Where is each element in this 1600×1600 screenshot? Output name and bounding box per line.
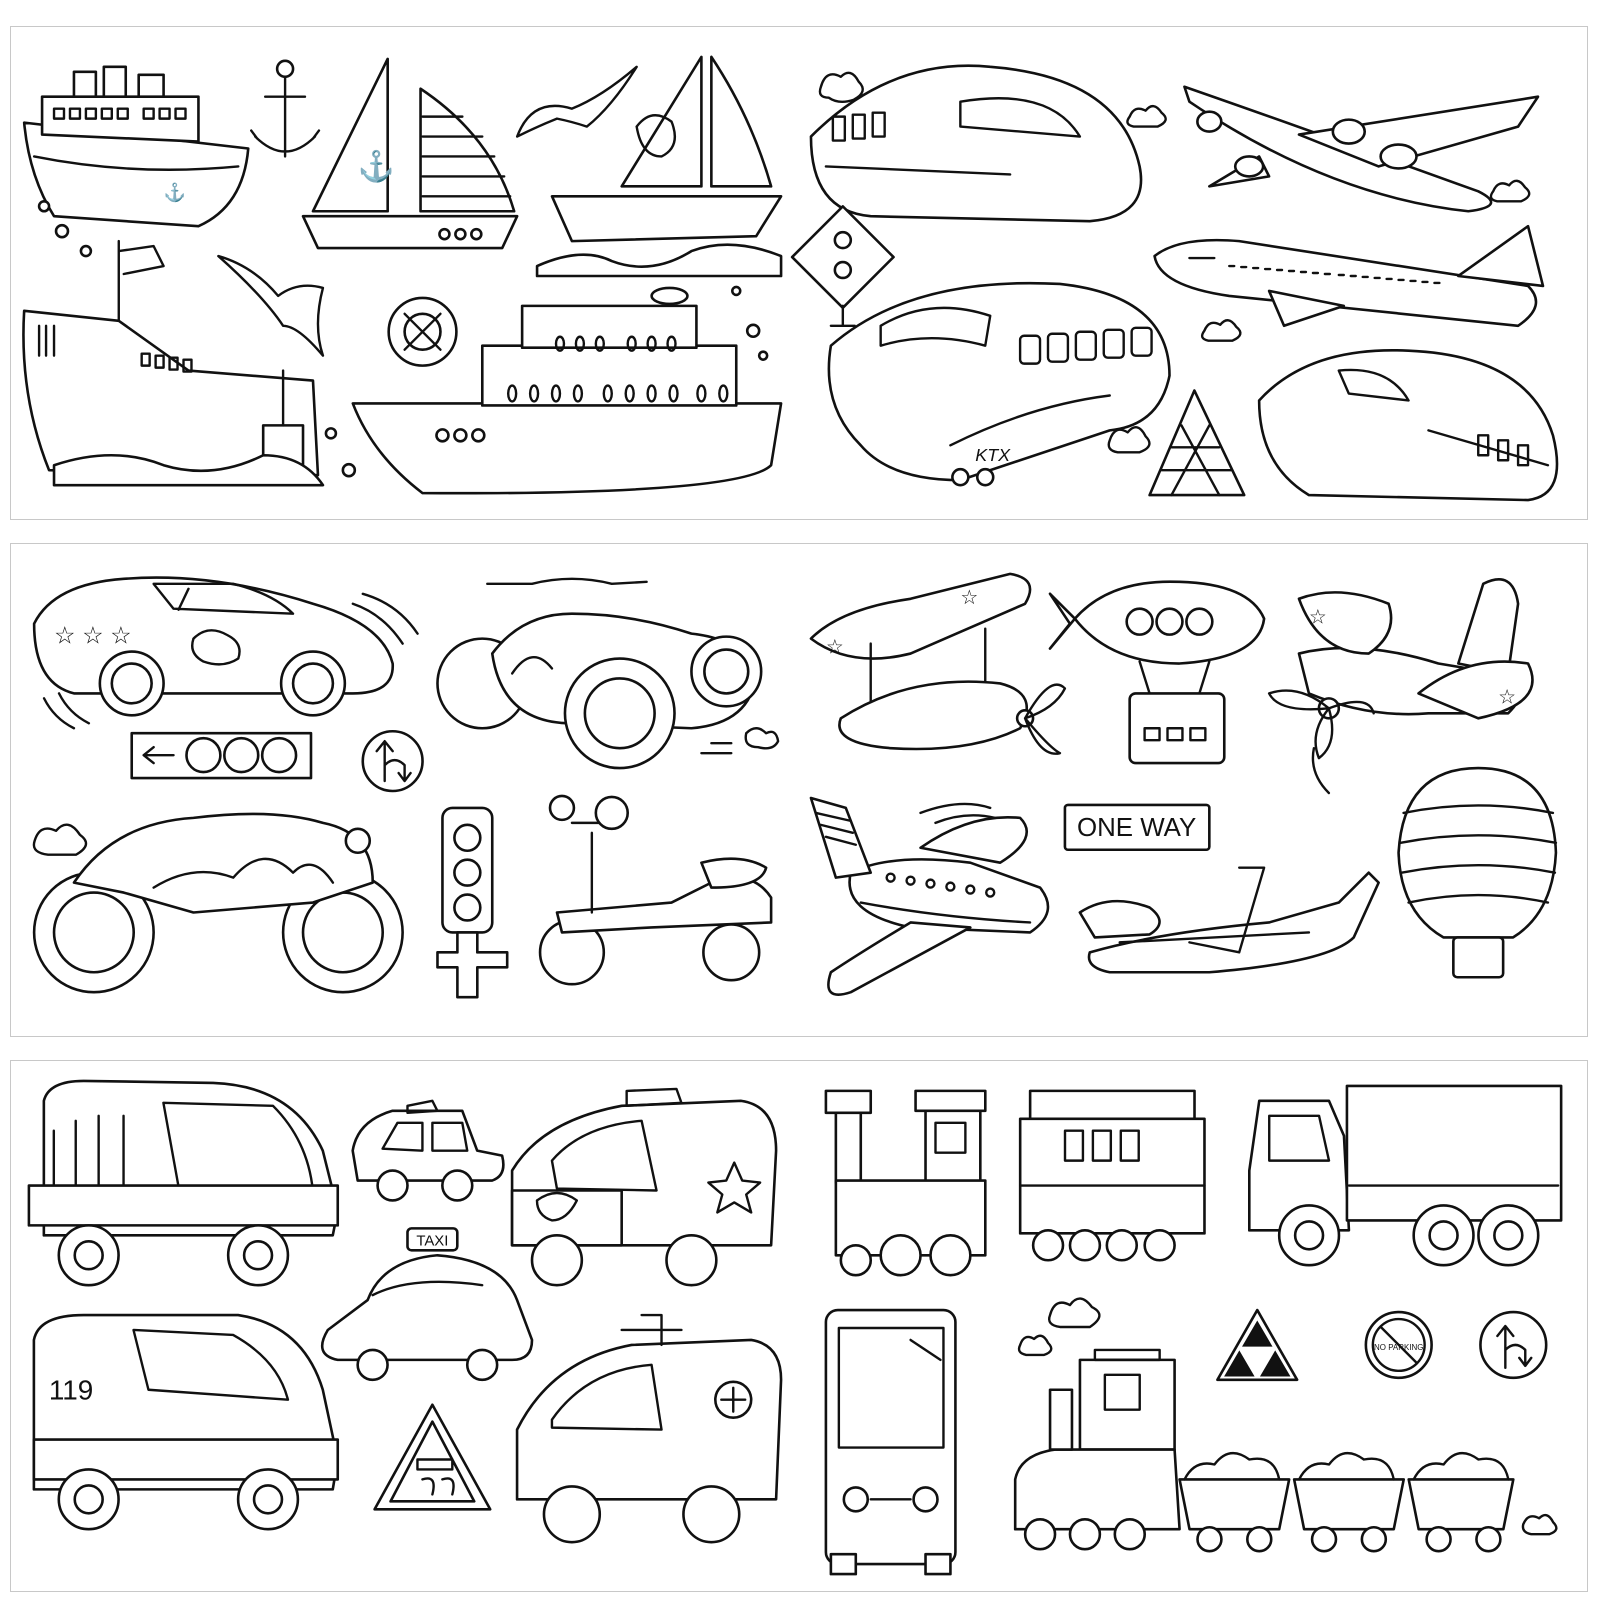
locomotive-illustration [826,1091,985,1275]
fire-truck-illustration: 119 [34,1315,338,1529]
railway-signal-illustration [792,206,893,325]
svg-text:☆ ☆ ☆: ☆ ☆ ☆ [54,623,132,650]
taxi-sign-text: TAXI [416,1232,448,1249]
warning-triangle-illustration [1150,391,1245,496]
rocket-illustration [1080,868,1379,973]
ferry-illustration [353,287,781,493]
bullet-train-2-illustration [1259,350,1557,500]
svg-text:⚓: ⚓ [164,181,186,202]
motorbike-illustration [437,579,778,768]
high-speed-train-illustration: KTX [829,283,1170,485]
sailing-ship-illustration [537,57,781,276]
airship-illustration [1050,582,1264,763]
hazard-sign-illustration [1217,1310,1297,1380]
taxi-illustration: TAXI [322,1228,532,1379]
scooter-illustration [540,796,771,984]
panel-sea-rail-air: ⚓ ⚓ [10,26,1588,520]
train-carriage-illustration [1020,1091,1204,1260]
one-way-sign: ONE WAY [1065,805,1209,850]
biplane-illustration: ☆☆ [811,574,1065,754]
sailboat-illustration: ⚓ [303,59,517,248]
svg-text:☆: ☆ [960,587,978,609]
traffic-light-vertical-illustration [437,808,507,997]
race-car-illustration: ☆ ☆ ☆ [34,578,417,729]
bullet-train-illustration [811,66,1141,221]
svg-text:☆: ☆ [826,637,844,659]
panel-road-sky: ☆ ☆ ☆ [10,543,1588,1037]
steam-train-illustration [1015,1299,1556,1552]
svg-text:☆: ☆ [1309,607,1327,629]
truck-illustration [1249,1086,1561,1265]
traffic-light-horizontal-illustration [132,733,311,778]
sport-motorcycle-illustration [34,814,403,992]
panel-2-artwork: ☆ ☆ ☆ [11,544,1588,1036]
panel-3-artwork: TAXI 119 [11,1061,1588,1591]
panel-1-artwork: ⚓ ⚓ [11,27,1588,519]
ambulance-number-text: 119 [49,1375,93,1406]
turn-sign-illustration-2 [1480,1312,1546,1378]
no-parking-sign-illustration: NO PARKING [1366,1312,1432,1378]
propeller-plane-illustration: ☆☆ [1269,579,1532,793]
seagull-illustration [517,67,637,137]
bus-illustration [29,1081,338,1285]
train-logo-text: KTX [975,445,1011,465]
hot-air-balloon-illustration [1399,768,1556,977]
svg-text:⚓: ⚓ [358,148,395,183]
lifebuoy-illustration [389,298,457,366]
svg-text:☆: ☆ [1498,686,1516,708]
anchor-illustration [251,61,319,157]
turn-sign-illustration [363,731,423,791]
jetliner-illustration [1155,226,1543,326]
city-bus-illustration [826,1310,956,1574]
no-parking-text: NO PARKING [1374,1343,1423,1352]
ambulance-illustration [517,1315,781,1542]
one-way-sign-text: ONE WAY [1077,814,1196,842]
clouds-illustration [820,73,1529,452]
police-van-illustration [512,1089,776,1285]
panel-city-vehicles: TAXI 119 [10,1060,1588,1592]
seagull-illustration [218,256,323,356]
road-warning-sign-illustration [375,1405,491,1510]
jet-plane-illustration [811,798,1048,995]
airplane-illustration [1184,87,1538,211]
steamship-illustration [23,241,354,485]
cruise-ship-illustration: ⚓ [24,67,248,256]
taxi-small-illustration [353,1101,504,1201]
